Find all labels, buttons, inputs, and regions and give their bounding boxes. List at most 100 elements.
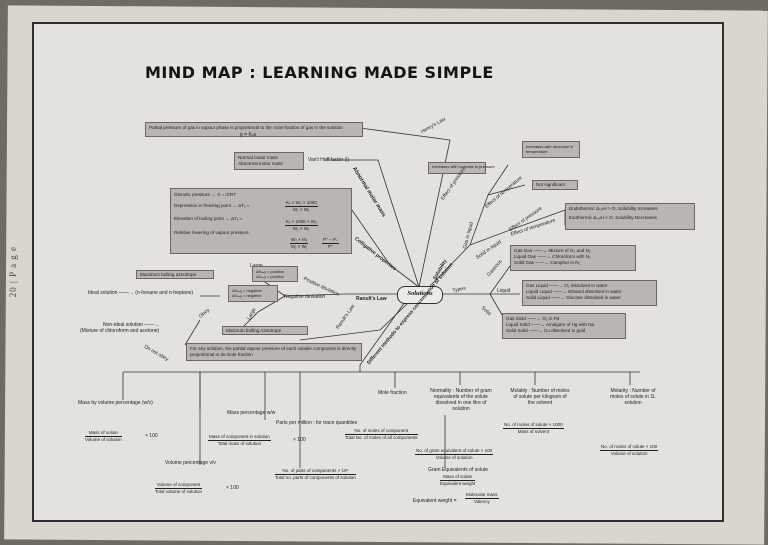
- max-bp-azeotrope: Maximum boiling azeotrope: [140, 272, 197, 277]
- times-100: × 100: [226, 485, 239, 491]
- pressure-effect-box: Increases with increase in pressure: [428, 162, 495, 174]
- gram-equivalents-label: Gram Equivalents of solute: [428, 467, 489, 473]
- gaseous-row: Liquid Gas ——→ Chloroform with N₂: [514, 254, 591, 259]
- vp-numerator: Volume of component: [155, 482, 203, 489]
- colligative-box: Osmotic pressure → π = iCRT Depression i…: [170, 188, 352, 254]
- henrys-law-formula: p = Kₕx: [240, 132, 257, 138]
- molarity-formula: No. of moles of solute × 100 Volume of s…: [600, 444, 659, 457]
- mp-numerator: Mass of component in solution: [208, 434, 271, 441]
- dh-negative: ΔHₘᵢₓ = negative: [232, 288, 262, 293]
- raoults-branch-label: Raoult's Law: [356, 296, 387, 302]
- page-title: MIND MAP : LEARNING MADE SIMPLE: [145, 63, 494, 82]
- molarity-numerator: No. of moles of solute × 100: [600, 444, 659, 451]
- osmotic-pressure: Osmotic pressure → π = iCRT: [174, 192, 236, 197]
- molality-formula: No. of moles of solute × 1000 Mass of so…: [503, 422, 564, 435]
- enthalpy-box: Endothermic ΔₛₒₗH > O, Solubility Increa…: [565, 203, 695, 230]
- dv-negative: ΔVₘᵢₓ = negative: [232, 293, 262, 298]
- solid-row: Gas Solid ——→ O₂ in Pd: [506, 316, 560, 321]
- mass-by-volume-formula: Mass of solute Volume of solution: [85, 430, 122, 443]
- elevation-numerator: Kₓ × 1000 × W₂: [285, 219, 318, 226]
- liquid-row: Solid Liquid ——→ Glucose dissolved in wa…: [526, 295, 621, 300]
- equivalent-weight-label: Equivalent weight =: [413, 498, 457, 504]
- not-significant: Not significant: [536, 182, 565, 187]
- non-ideal-example: (Mixture of chloroform and acetone): [80, 328, 160, 334]
- solid-solutions-box: Gas Solid ——→ O₂ in Pd Liquid Solid ——→ …: [502, 313, 626, 339]
- depression-numerator: Kₓ × W₂ × 1000: [285, 200, 318, 207]
- raoults-law-box: For any solution, the partial vapour pre…: [186, 343, 362, 361]
- times-100: × 100: [145, 433, 158, 439]
- mass-percentage-label: Mass percentage w/w: [227, 410, 276, 416]
- volume-percentage-label: Volume percentage v/v: [165, 460, 216, 466]
- increase-with-pressure: Increases with increase in pressure: [432, 164, 495, 169]
- ppm-formula: No. of parts of components × 10⁶ Total n…: [275, 468, 356, 481]
- elevation-denominator: M₂ × W₁: [293, 226, 310, 231]
- molar-mass-box: Normal molar mass Abnormal molar mass: [234, 152, 304, 170]
- elevation-formula: Kₓ × 1000 × W₂ M₂ × W₁: [285, 219, 318, 232]
- liquid-solutions-box: Gas Liquid ——→ O₂ dissolved in water Liq…: [522, 280, 657, 306]
- norm-denominator: Volume of solution: [435, 455, 473, 460]
- volume-percentage-formula: Volume of component Total volume of solu…: [155, 482, 203, 495]
- mp-denominator: Total mass of solution: [217, 441, 262, 446]
- depression-formula: Kₓ × W₂ × 1000 M₂ × W₁: [285, 200, 318, 213]
- equivalent-weight-formula: Molecular mass Valency: [465, 492, 499, 505]
- vp-denominator: Total volume of solution: [155, 489, 203, 494]
- max-bp-box: Maximum boiling azeotrope: [136, 270, 214, 279]
- gaseous-row: Gas Gas ——→ Mixture of O₂ and N₂: [514, 248, 591, 253]
- dh-positive: ΔHₘᵢₓ = positive: [256, 269, 285, 274]
- central-node: Solutions: [397, 286, 443, 304]
- normal-molar-mass: Normal molar mass: [238, 155, 278, 160]
- mf-numerator: No. of moles of component: [345, 428, 418, 435]
- exothermic-text: Exothermic ΔₛₒₗH < O, Solubility Decreas…: [569, 215, 657, 220]
- non-ideal-solution: Non-ideal solution ——→: [103, 322, 160, 328]
- relative-lowering: Relative lowering of vapour pressure: [174, 230, 249, 235]
- liquid-row: Liquid Liquid ——→ Ethanol dissolved in w…: [526, 289, 622, 294]
- mass-percentage-formula: Mass of component in solution Total mass…: [208, 434, 271, 447]
- mbv-denominator: Volume of solution: [85, 437, 122, 442]
- solid-row: Solid Solid ——→ Cu dissolved in gold: [506, 328, 586, 333]
- ew-numerator: Molecular mass: [465, 492, 499, 499]
- positive-deviation-box: ΔHₘᵢₓ = positive ΔVₘᵢₓ = positive: [252, 266, 298, 282]
- mole-fraction-formula: No. of moles of component Total No. of m…: [345, 428, 418, 441]
- relative2-numerator: P° − Pₛ: [322, 237, 339, 244]
- gram-equivalents-formula: Mass of solute Equivalent weight: [440, 474, 476, 487]
- depression-denominator: M₂ × W₁: [293, 207, 310, 212]
- molality-label: Molality : Number of moles of solute per…: [510, 388, 570, 406]
- dv-positive: ΔVₘᵢₓ = positive: [256, 274, 284, 279]
- gaseous-row: Solid Gas ——→ Camphor in N₂: [514, 260, 581, 265]
- abnormal-molar-mass: Abnormal molar mass: [238, 161, 283, 166]
- normality-formula: No. of gram equivalent of solute × 100 V…: [415, 448, 494, 461]
- min-bp-azeotrope: Minimum boiling Azeotrope: [226, 328, 282, 333]
- relative-numerator: W₂ × M₁: [290, 237, 309, 244]
- molarity-label: Molarity : Number of moles of solute in …: [610, 388, 656, 406]
- mbv-numerator: Mass of solute: [85, 430, 122, 437]
- relative-formula-1: W₂ × M₁ M₂ × W₁: [290, 237, 309, 250]
- ideal-solution: Ideal solution ——→ (n-hexane and n-hepta…: [88, 290, 194, 296]
- molarity-denominator: Volume of solution: [610, 451, 648, 456]
- ppm-numerator: No. of parts of components × 10⁶: [275, 468, 356, 475]
- ew-denominator: Valency: [473, 499, 490, 504]
- mf-denominator: Total No. of moles of all components: [345, 435, 418, 440]
- molality-numerator: No. of moles of solute × 1000: [503, 422, 564, 429]
- ppm-denominator: Total no. parts of components of solutio…: [275, 475, 356, 480]
- liquid-label: Liquid: [497, 288, 511, 294]
- gaseous-solutions-box: Gas Gas ——→ Mixture of O₂ and N₂ Liquid …: [510, 245, 636, 271]
- relative-denominator: M₂ × W₁: [291, 244, 308, 249]
- norm-numerator: No. of gram equivalent of solute × 100: [415, 448, 494, 455]
- henrys-law-text: Partial pressure of gas in vapour phase …: [149, 125, 343, 130]
- molality-denominator: Mass of solvent: [517, 429, 549, 434]
- temperature-effect-box: Increases with decrease in temperature: [522, 141, 580, 158]
- times-100: × 100: [293, 437, 306, 443]
- relative2-denominator: P°: [327, 244, 333, 249]
- endothermic-text: Endothermic ΔₛₒₗH > O, Solubility Increa…: [569, 206, 658, 211]
- vant-hoff-label: Van't Hoff factor (i): [308, 157, 350, 163]
- ge-denominator: Equivalent weight: [440, 481, 476, 486]
- henrys-law-box: Partial pressure of gas in vapour phase …: [145, 122, 363, 137]
- increase-with-decrease-temp: Increases with decrease in temperature: [526, 144, 574, 154]
- min-bp-box: Minimum boiling Azeotrope: [222, 326, 308, 335]
- not-significant-box: Not significant: [532, 180, 578, 190]
- ppm-label: Parts per million : for trace quantities: [276, 420, 358, 426]
- elevation-boiling-point: Elevation of boiling point → ΔTₓ =: [174, 216, 243, 221]
- negative-deviation-box: ΔHₘᵢₓ = negative ΔVₘᵢₓ = negative: [228, 285, 278, 302]
- mass-by-volume-label: Mass by volume percentage (w/v): [78, 400, 153, 406]
- relative-formula-2: P° − Pₛ P°: [322, 237, 339, 250]
